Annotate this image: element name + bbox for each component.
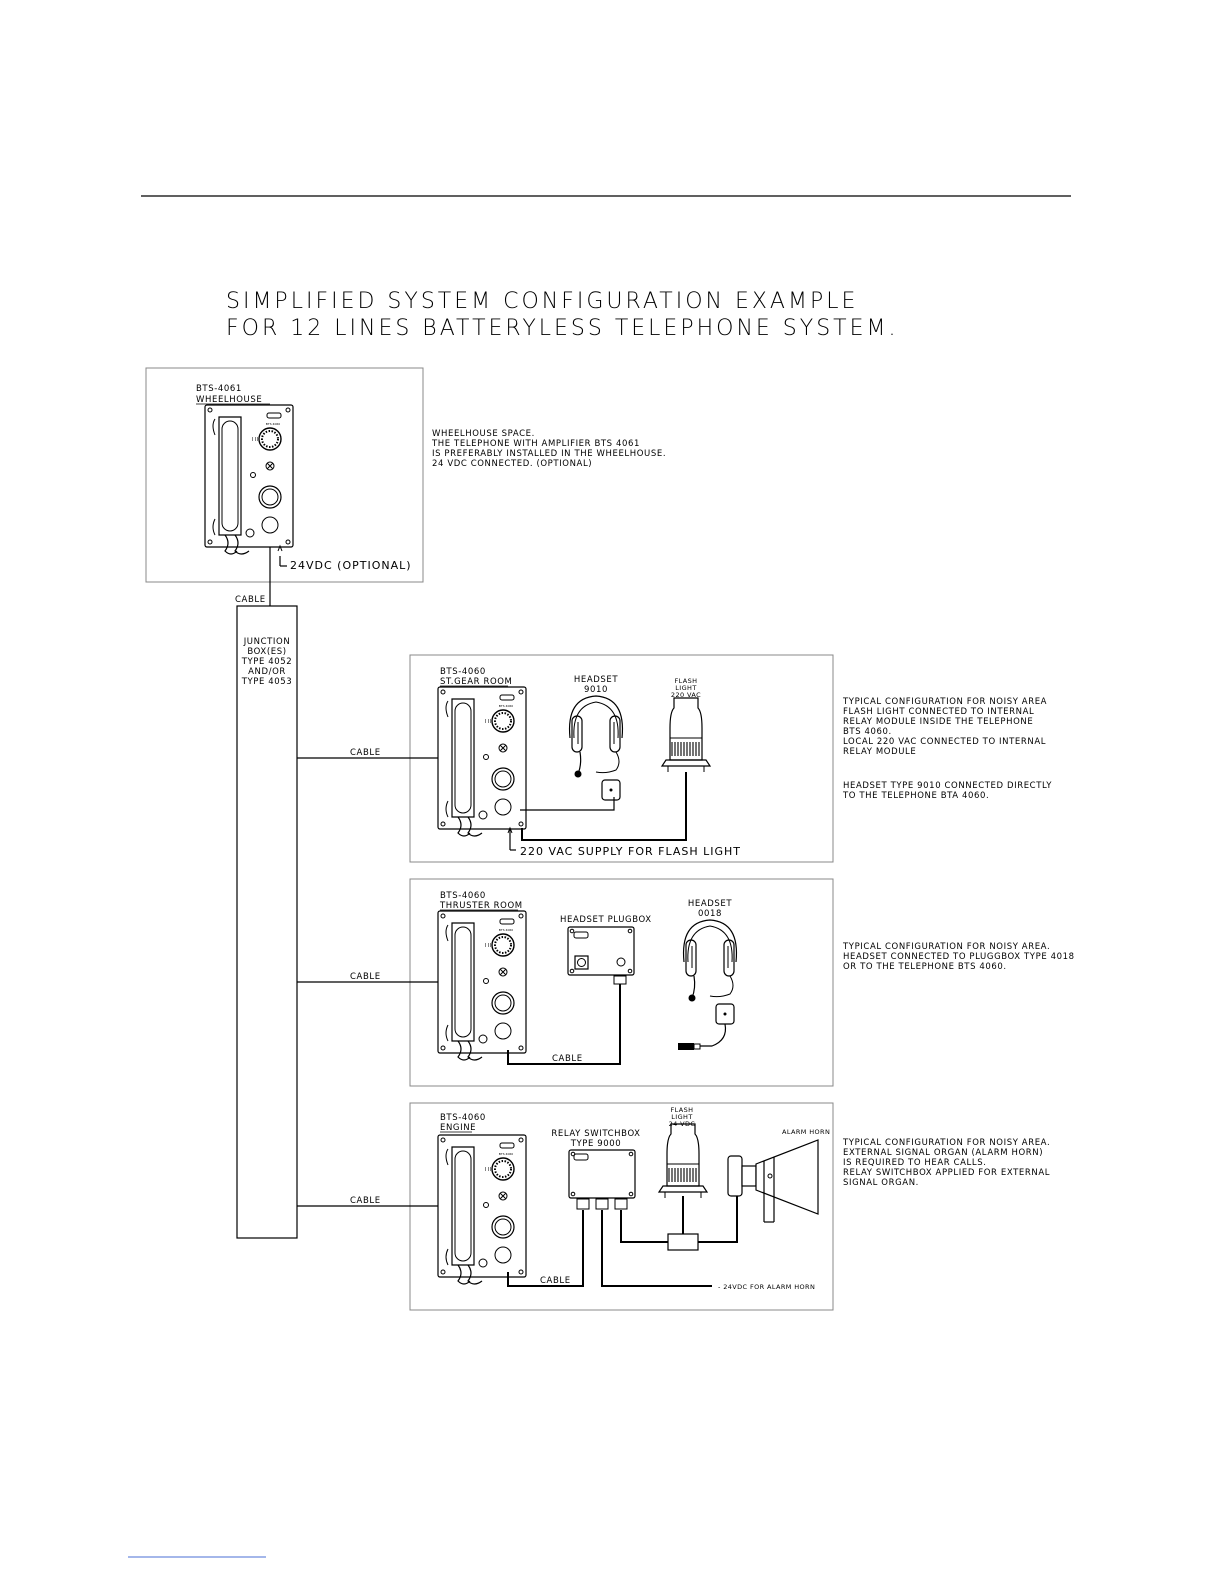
alarm-horn — [727, 1139, 819, 1223]
thruster-plugbox-cable — [507, 984, 621, 1065]
engine-wire-junction — [667, 1233, 699, 1251]
thruster-room-panel: CABLE BTS-4060 THRUSTER ROOM HEADSET PLU… — [297, 878, 1075, 1087]
engine-flash-l1: FLASH — [671, 1106, 694, 1114]
thruster-cable-label: CABLE — [350, 972, 381, 982]
junction-label-1: JUNCTION — [243, 637, 291, 647]
engine-flash-l2: LIGHT — [671, 1113, 692, 1121]
engine-room-panel: CABLE BTS-4060 ENGINE RELAY SWITCHBOX TY… — [297, 1102, 1050, 1311]
engine-horn-wire — [698, 1196, 738, 1243]
wheelhouse-note-4: 24 VDC CONNECTED. (OPTIONAL) — [432, 459, 592, 469]
steering-note-5: LOCAL 220 VAC CONNECTED TO INTERNAL — [843, 737, 1046, 747]
steering-flash-light — [661, 697, 711, 773]
engine-note-2: EXTERNAL SIGNAL ORGAN (ALARM HORN) — [843, 1148, 1043, 1158]
thruster-note-1: TYPICAL CONFIGURATION FOR NOISY AREA. — [842, 942, 1050, 952]
engine-relay-label-1: RELAY SWITCHBOX — [551, 1129, 640, 1139]
thruster-note-3: OR TO THE TELEPHONE BTS 4060. — [843, 962, 1007, 972]
steering-location-label: ST.GEAR ROOM — [440, 677, 512, 687]
engine-note-5: SIGNAL ORGAN. — [843, 1178, 919, 1188]
engine-location-label: ENGINE — [440, 1123, 476, 1133]
thruster-telephone — [437, 910, 527, 1061]
engine-supply-label: - 24VDC FOR ALARM HORN — [718, 1283, 815, 1291]
steering-device-label: BTS-4060 — [440, 667, 486, 677]
steering-note-4: BTS 4060. — [843, 727, 892, 737]
wheelhouse-note-2: THE TELEPHONE WITH AMPLIFIER BTS 4061 — [431, 439, 640, 449]
steering-note-1: TYPICAL CONFIGURATION FOR NOISY AREA — [842, 697, 1047, 707]
wheelhouse-frame — [145, 367, 424, 583]
steering-note-3: RELAY MODULE INSIDE THE TELEPHONE — [843, 717, 1033, 727]
steering-headset-wire — [520, 797, 615, 811]
junction-label-2: BOX(ES) — [247, 647, 286, 657]
thruster-location-label: THRUSTER ROOM — [439, 901, 523, 911]
steering-note-2: FLASH LIGHT CONNECTED TO INTERNAL — [843, 707, 1034, 717]
engine-horn-label: ALARM HORN — [782, 1128, 830, 1136]
thruster-headset-jack — [678, 1023, 727, 1050]
engine-note-4: RELAY SWITCHBOX APPLIED FOR EXTERNAL — [843, 1168, 1050, 1178]
wheelhouse-panel: BTS-4061 WHEELHOUSE 24VDC (OPTIONAL) WHE… — [145, 367, 666, 606]
engine-relay-label-2: TYPE 9000 — [570, 1139, 622, 1149]
engine-telephone — [437, 1134, 527, 1285]
steering-telephone — [437, 686, 527, 837]
wheelhouse-note-1: WHEELHOUSE SPACE. — [432, 429, 535, 439]
steering-flash-l2: LIGHT — [675, 684, 696, 692]
engine-cable-label: CABLE — [350, 1196, 381, 1206]
junction-box-frame — [236, 605, 298, 1239]
steering-cable-label: CABLE — [350, 748, 381, 758]
engine-relay-cable — [507, 1210, 584, 1287]
thruster-headset — [682, 919, 738, 1025]
engine-flash-light — [658, 1123, 708, 1199]
engine-relay-cable-label: CABLE — [540, 1276, 571, 1286]
wheelhouse-device-label: BTS-4061 — [196, 384, 242, 394]
steering-flash-l1: FLASH — [675, 677, 698, 685]
diagram-title-line-2: FOR 12 LINES BATTERYLESS TELEPHONE SYSTE… — [226, 316, 899, 341]
thruster-headset-type: 0018 — [698, 909, 722, 919]
junction-top-cable-label: CABLE — [235, 595, 266, 605]
engine-horn-supply-wire — [601, 1210, 712, 1287]
junction-label-3: TYPE 4052 — [241, 657, 293, 667]
wheelhouse-telephone — [204, 404, 294, 555]
thruster-plugbox-label: HEADSET PLUGBOX — [560, 915, 652, 925]
steering-headset — [568, 695, 624, 801]
wheelhouse-location-label: WHEELHOUSE — [196, 395, 262, 405]
engine-relay-to-junction-wire — [620, 1210, 668, 1243]
headset-plugbox — [567, 926, 635, 985]
thruster-device-label: BTS-4060 — [440, 891, 486, 901]
engine-note-3: IS REQUIRED TO HEAR CALLS. — [843, 1158, 987, 1168]
steering-flash-l3: 220 VAC — [671, 691, 701, 699]
thruster-headset-title: HEADSET — [688, 899, 732, 909]
junction-box: CABLE JUNCTION BOX(ES) TYPE 4052 AND/OR … — [235, 595, 298, 1239]
steering-headset-type: 9010 — [584, 685, 608, 695]
steering-flash-wire — [521, 772, 687, 841]
steering-gear-panel: CABLE BTS-4060 ST.GEAR ROOM HEADSET 9010… — [297, 654, 1052, 863]
engine-note-1: TYPICAL CONFIGURATION FOR NOISY AREA. — [842, 1138, 1050, 1148]
wheelhouse-note-3: IS PREFERABLY INSTALLED IN THE WHEELHOUS… — [432, 449, 666, 459]
steering-note-6: RELAY MODULE — [843, 747, 916, 757]
engine-device-label: BTS-4060 — [440, 1113, 486, 1123]
wheelhouse-supply-label: 24VDC (OPTIONAL) — [290, 559, 412, 572]
steering-note-8: TO THE TELEPHONE BTA 4060. — [842, 791, 989, 801]
steering-headset-title: HEADSET — [574, 675, 618, 685]
thruster-plug-cable-label: CABLE — [552, 1054, 583, 1064]
thruster-note-2: HEADSET CONNECTED TO PLUGGBOX TYPE 4018 — [843, 952, 1075, 962]
diagram-title-line-1: SIMPLIFIED SYSTEM CONFIGURATION EXAMPLE — [226, 289, 858, 314]
junction-label-5: TYPE 4053 — [241, 677, 293, 687]
junction-label-4: AND/OR — [248, 667, 286, 677]
steering-supply-label: 220 VAC SUPPLY FOR FLASH LIGHT — [520, 845, 741, 858]
steering-note-7: HEADSET TYPE 9010 CONNECTED DIRECTLY — [843, 781, 1052, 791]
relay-switchbox — [568, 1149, 636, 1210]
